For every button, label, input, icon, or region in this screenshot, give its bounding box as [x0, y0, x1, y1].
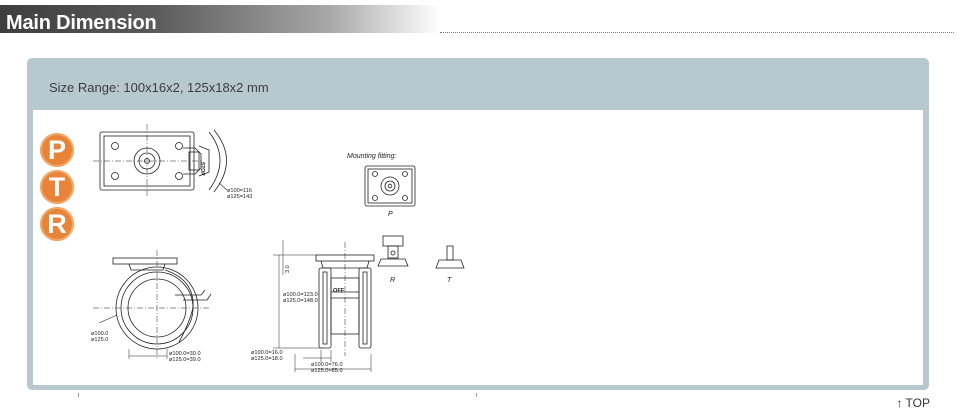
- technical-drawing: STOP ø100=116 ø125=143 ø100.0 ø125.0 ø10…: [91, 124, 465, 374]
- mounting-fitting-label: Mounting fitting:: [347, 153, 396, 160]
- type-badge-r: R: [40, 207, 74, 241]
- fitting-p-label: P: [388, 211, 393, 218]
- section-title: Main Dimension: [6, 12, 157, 34]
- header-divider: [440, 32, 954, 33]
- section-header-bar: Main Dimension: [0, 5, 440, 34]
- front-offset: 3.0: [285, 265, 291, 273]
- stop-label: STOP: [199, 162, 205, 176]
- side-width-125: ø125.0=39.0: [169, 357, 201, 363]
- front-base-100: ø100.0=76.0: [311, 362, 343, 368]
- back-to-top-link[interactable]: ↑ TOP: [896, 396, 930, 410]
- side-dia-125: ø125.0: [91, 337, 108, 343]
- fitting-t-label: T: [447, 277, 452, 284]
- top-dia-100: ø100=116: [227, 188, 252, 194]
- side-dia-100: ø100.0: [91, 331, 108, 337]
- drawing-area: [33, 110, 923, 385]
- side-width-100: ø100.0=30.0: [169, 351, 201, 357]
- type-badge-t: T: [40, 170, 74, 204]
- front-wheel-125: ø125.0=18.0: [251, 356, 283, 362]
- front-wheel-100: ø100.0=16.0: [251, 350, 283, 356]
- front-off-label: OFF: [333, 288, 345, 294]
- size-range-text: Size Range: 100x16x2, 125x18x2 mm: [49, 80, 269, 95]
- front-height-100: ø100.0=123.0: [283, 292, 318, 298]
- front-base-125: ø125.0=85.0: [311, 368, 343, 374]
- side-view-drawing: ø100.0 ø125.0 ø100.0=30.0 ø125.0=39.0: [91, 250, 212, 363]
- fitting-r-label: R: [390, 277, 395, 284]
- front-view-drawing: 3.0 OFF ø100.0=123.0 ø125.0=148.0 ø100.0…: [251, 240, 375, 374]
- type-badge-p: P: [40, 133, 74, 167]
- bottom-tick-left: [78, 393, 79, 397]
- mounting-fittings: Mounting fitting: P R T: [347, 153, 465, 284]
- bottom-tick-mid: [476, 393, 477, 397]
- top-dia-125: ø125=143: [227, 194, 252, 200]
- front-height-125: ø125.0=148.0: [283, 298, 318, 304]
- top-view-drawing: STOP ø100=116 ø125=143: [93, 124, 252, 200]
